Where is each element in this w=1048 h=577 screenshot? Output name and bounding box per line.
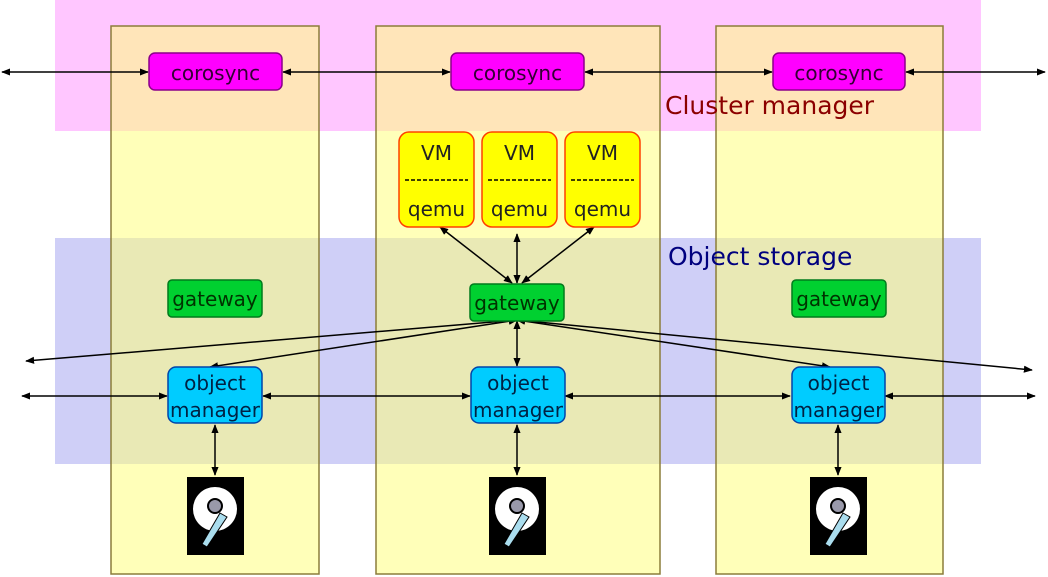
vm-box-3: VM qemu — [564, 131, 641, 228]
hard-disk-icon — [489, 477, 546, 555]
vm-label: VM — [421, 141, 452, 165]
gateway-node-3: gateway — [791, 279, 887, 318]
connections — [1, 68, 1046, 476]
arrow — [439, 226, 513, 284]
corosync-node-1: corosync — [148, 52, 283, 91]
vm-box-1: VM qemu — [398, 131, 475, 228]
hard-disk-icon — [187, 477, 244, 555]
object-manager-line2: manager — [794, 398, 885, 422]
gateway-label: gateway — [172, 287, 258, 311]
cluster-manager-label: Cluster manager — [665, 91, 875, 120]
qemu-label: qemu — [574, 197, 631, 221]
vm-label: VM — [504, 141, 535, 165]
qemu-label: qemu — [408, 197, 465, 221]
arrow — [516, 317, 1033, 373]
arrow — [521, 226, 595, 284]
object-manager-line1: object — [808, 371, 870, 395]
object-manager-line1: object — [487, 371, 549, 395]
gateway-node-1: gateway — [167, 279, 263, 318]
corosync-node-3: corosync — [772, 52, 906, 91]
corosync-label: corosync — [473, 61, 562, 85]
hard-disk-icon — [810, 477, 867, 555]
object-storage-label: Object storage — [668, 242, 852, 271]
corosync-label: corosync — [794, 61, 883, 85]
object-manager-node-3: object manager — [791, 366, 886, 424]
gateway-node-2: gateway — [469, 283, 565, 322]
gateway-label: gateway — [796, 287, 882, 311]
qemu-label: qemu — [491, 197, 548, 221]
vm-box-2: VM qemu — [481, 131, 558, 228]
object-manager-line1: object — [184, 371, 246, 395]
object-manager-line2: manager — [473, 398, 564, 422]
corosync-label: corosync — [171, 61, 260, 85]
object-manager-line2: manager — [170, 398, 261, 422]
object-manager-node-1: object manager — [167, 366, 263, 424]
object-manager-node-2: object manager — [470, 366, 566, 424]
corosync-node-2: corosync — [450, 52, 585, 91]
gateway-label: gateway — [474, 291, 560, 315]
arrow — [209, 317, 518, 370]
vm-label: VM — [587, 141, 618, 165]
